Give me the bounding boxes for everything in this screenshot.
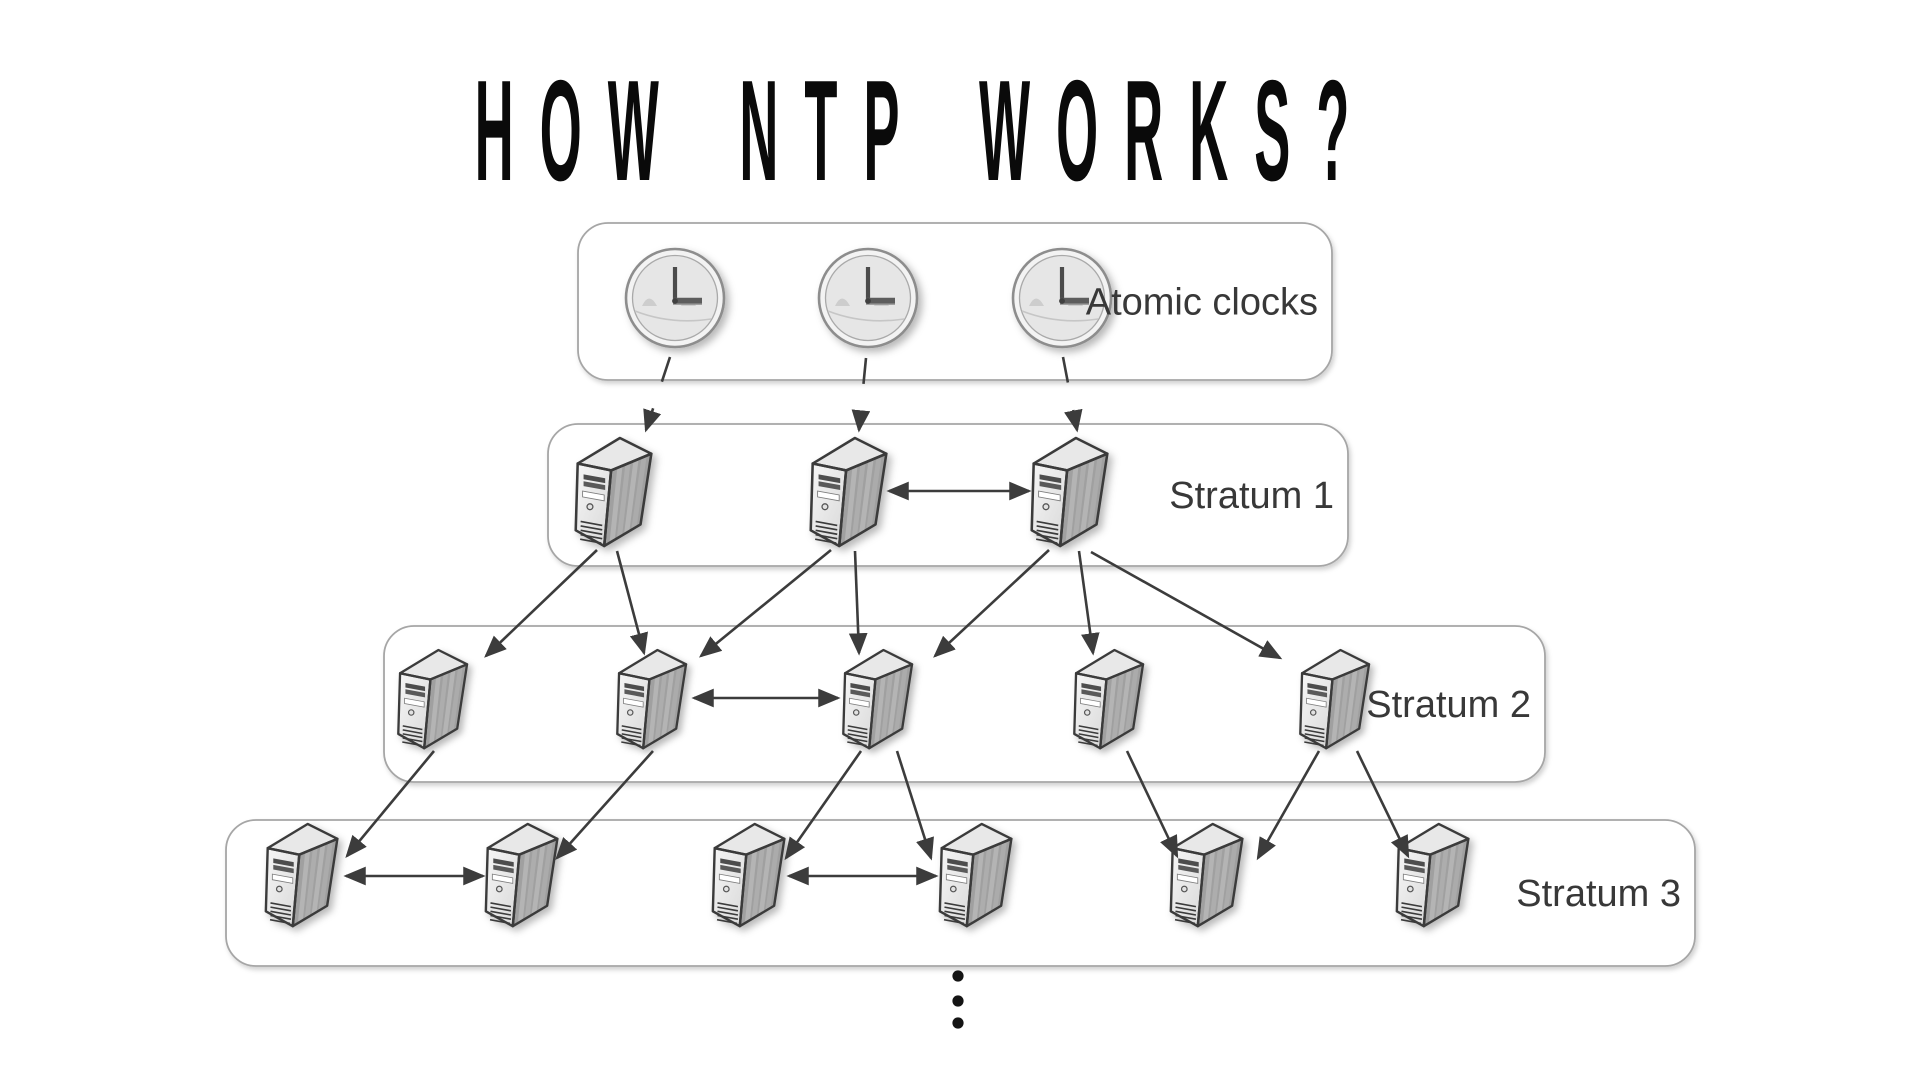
ellipsis-dot [952, 1017, 964, 1029]
sync-arrow [1355, 750, 1410, 859]
ellipsis-dot [952, 970, 964, 982]
sync-arrow [1090, 550, 1283, 660]
sync-arrow [615, 550, 648, 656]
continuation-ellipsis [952, 970, 964, 1029]
sync-arrow [848, 550, 868, 656]
sync-arrow [643, 356, 672, 433]
sync-arrow [1061, 356, 1083, 433]
clock-icon [626, 249, 724, 347]
layer-label-stratum-1: Stratum 1 [1169, 475, 1334, 517]
layer-label-stratum-3: Stratum 3 [1516, 873, 1681, 915]
sync-arrow [1125, 750, 1179, 859]
links-group [343, 356, 1410, 886]
page-title: HOW NTP WORKS? [475, 50, 1376, 210]
sync-arrow [895, 750, 934, 861]
layer-box-atomic-clocks [577, 222, 1333, 381]
sync-arrow [345, 750, 436, 859]
sync-arrow [555, 750, 654, 860]
layer-label-atomic-clocks: Atomic clocks [1086, 282, 1318, 324]
sync-arrow [484, 549, 598, 658]
clock-icon [819, 249, 917, 347]
sync-arrow [698, 548, 832, 658]
sync-arrow [784, 750, 863, 861]
sync-arrow [851, 357, 871, 433]
sync-arrow [1256, 750, 1321, 861]
ellipsis-dot [952, 995, 964, 1007]
sync-arrow [1077, 550, 1100, 656]
layer-label-stratum-2: Stratum 2 [1366, 684, 1531, 726]
sync-arrow [933, 549, 1050, 658]
